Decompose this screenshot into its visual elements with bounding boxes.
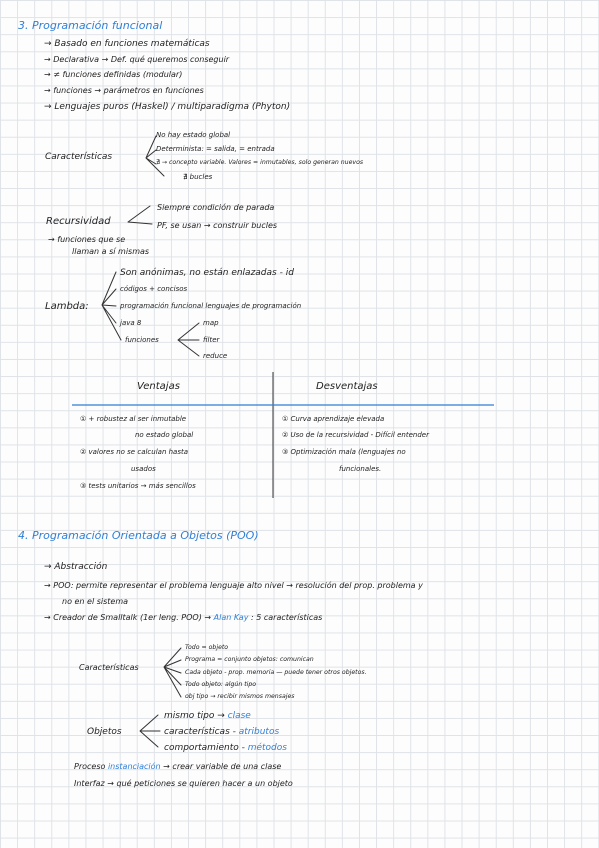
recursividad-item-1: Siempre condición de parada: [157, 203, 275, 212]
creador-suffix: : 5 características: [250, 613, 323, 622]
carac-item-1: No hay estado global: [156, 131, 231, 139]
poo-carac-item-5: obj tipo → recibir mismos mensajes: [185, 693, 295, 700]
ventaja-2: ② valores no se calculan hasta: [80, 448, 189, 456]
desventajas-header: Desventajas: [316, 381, 378, 392]
recursividad-note-2: llaman a sí mismas: [72, 247, 150, 256]
desventaja-3: ③ Optimización mala (lenguajes no: [282, 448, 406, 456]
poo-bullet-2b: no en el sistema: [62, 597, 129, 606]
proceso-instanciacion: instanciación: [107, 762, 161, 771]
recursividad-brace: [127, 205, 153, 225]
proceso-line: Proceso instanciación → crear variable d…: [74, 763, 281, 771]
objetos-line-2: características - atributos: [164, 728, 279, 737]
section-4-title: 4. Programación Orientada a Objetos (POO…: [18, 529, 259, 542]
objetos-metodos: métodos: [247, 743, 287, 753]
ventajas-header: Ventajas: [137, 381, 180, 392]
proceso-prefix: Proceso: [74, 762, 106, 771]
objetos-label: Objetos: [87, 727, 122, 737]
bullet-4: → funciones → parámetros en funciones: [44, 86, 204, 95]
recursividad-item-2: PF, se usan → construir bucles: [157, 221, 278, 230]
objetos-line-3: comportamiento - métodos: [164, 744, 287, 753]
ventaja-3: ③ tests unitarios → más sencillos: [80, 482, 196, 490]
creador-prefix: → Creador de Smalltalk (1er leng. POO) →: [44, 613, 212, 622]
lambda-brace: [101, 271, 122, 341]
creador-name: Alan Kay: [213, 613, 249, 622]
bullet-5: → Lenguajes puros (Haskel) / multiparadi…: [44, 102, 291, 112]
carac-item-2: Determinista: = salida, = entrada: [156, 145, 275, 153]
carac-item-3: ∄ → concepto variable. Valores = inmutab…: [156, 159, 364, 166]
recursividad-label: Recursividad: [46, 216, 111, 227]
objetos-atributos: atributos: [238, 727, 280, 737]
interfaz-line: Interfaz → qué peticiones se quieren hac…: [74, 779, 293, 788]
desventaja-3b: funcionales.: [339, 465, 382, 473]
objetos-line-3-text: comportamiento -: [164, 743, 245, 753]
poo-carac-item-3: Cada objeto - prop. memoria — puede tene…: [185, 669, 367, 676]
caracteristicas-label: Características: [45, 152, 113, 162]
objetos-clase: clase: [227, 711, 251, 721]
lambda-item-4: java 8: [120, 319, 142, 327]
lambda-item-3: programación funcional lenguajes de prog…: [120, 302, 302, 310]
poo-bullet-1: → Abstracción: [44, 562, 108, 572]
ventaja-1b: no estado global: [135, 431, 194, 439]
carac-brace: [145, 135, 165, 177]
poo-bullet-2: → POO: permite representar el problema l…: [44, 581, 423, 590]
poo-carac-brace: [163, 647, 182, 698]
funciones-brace: [177, 322, 200, 357]
lambda-item-2: códigos + concisos: [120, 285, 188, 293]
carac-item-4: ∄ bucles: [183, 173, 213, 181]
recursividad-note-1: → funciones que se: [48, 235, 126, 244]
desventaja-1: ① Curva aprendizaje elevada: [282, 415, 385, 423]
objetos-line-2-text: características -: [164, 727, 236, 737]
proceso-suffix: → crear variable de una clase: [163, 762, 282, 771]
poo-carac-item-2: Programa = conjunto objetos: comunican: [185, 656, 314, 663]
lambda-item-5: funciones: [125, 336, 159, 344]
objetos-brace: [139, 714, 161, 748]
section-3-title: 3. Programación funcional: [18, 19, 163, 32]
desventaja-2: ② Uso de la recursividad - Difícil enten…: [282, 431, 429, 439]
bullet-3: → ≠ funciones definidas (modular): [44, 70, 183, 79]
bullet-1: → Basado en funciones matemáticas: [44, 39, 210, 49]
lambda-item-1: Son anónimas, no están enlazadas - id: [120, 268, 294, 278]
lambda-func-filter: filter: [203, 336, 220, 344]
bullet-2: → Declarativa → Def. qué queremos conseg…: [44, 55, 230, 64]
objetos-line-1: mismo tipo → clase: [164, 712, 251, 721]
ventaja-2b: usados: [131, 465, 156, 473]
objetos-line-1-text: mismo tipo →: [164, 711, 225, 721]
lambda-func-reduce: reduce: [203, 352, 228, 360]
ventaja-1: ① + robustez al ser inmutable: [80, 415, 187, 423]
poo-carac-item-4: Todo objeto: algún tipo: [185, 681, 257, 688]
poo-caracteristicas-label: Características: [79, 663, 139, 672]
poo-creador: → Creador de Smalltalk (1er leng. POO) →…: [44, 614, 322, 622]
lambda-label: Lambda:: [45, 301, 89, 312]
poo-carac-item-1: Todo = objeto: [185, 644, 229, 651]
lambda-func-map: map: [203, 319, 219, 327]
